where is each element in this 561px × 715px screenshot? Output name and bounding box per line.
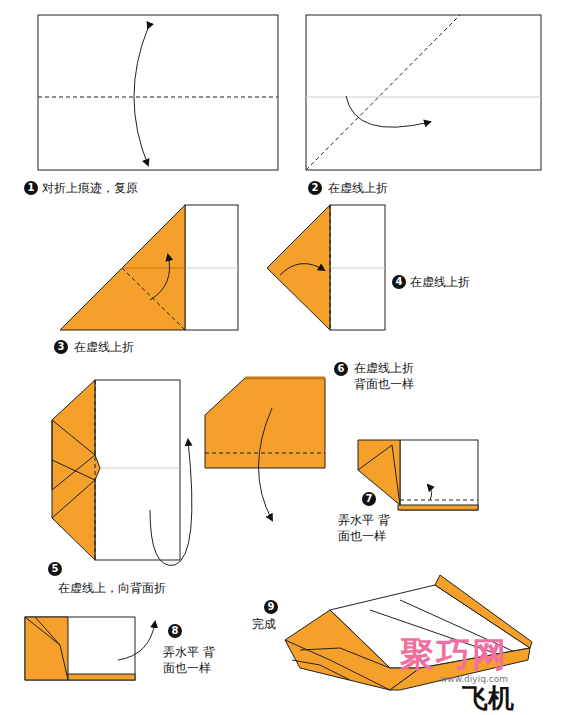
step-instruction: 在虚线上折 [410,274,470,290]
step-instruction: 在虚线上折 [74,339,134,355]
step-number: 5 [48,562,62,576]
step-instruction: 弄水平 背面也一样 [163,644,227,676]
diagram-title: 飞机 [462,684,514,712]
step-number: 8 [168,624,182,638]
step-number: 3 [54,340,68,354]
step-number: 9 [264,600,278,614]
step-instruction: 在虚线上折 背面也一样 [354,360,418,392]
step-number: 7 [362,492,376,506]
step-instruction: 完成 [252,616,276,632]
watermark: 聚巧网 [400,636,508,672]
step-instruction: 对折上痕迹，复原 [42,180,138,196]
step-number: 4 [392,275,406,289]
step-instruction: 在虚线上，向背面折 [58,580,166,596]
step-number: 2 [308,181,322,195]
step-instruction: 弄水平 背面也一样 [338,512,402,544]
step-number: 6 [334,362,348,376]
step-number: 1 [24,181,38,195]
step-instruction: 在虚线上折 [328,180,388,196]
